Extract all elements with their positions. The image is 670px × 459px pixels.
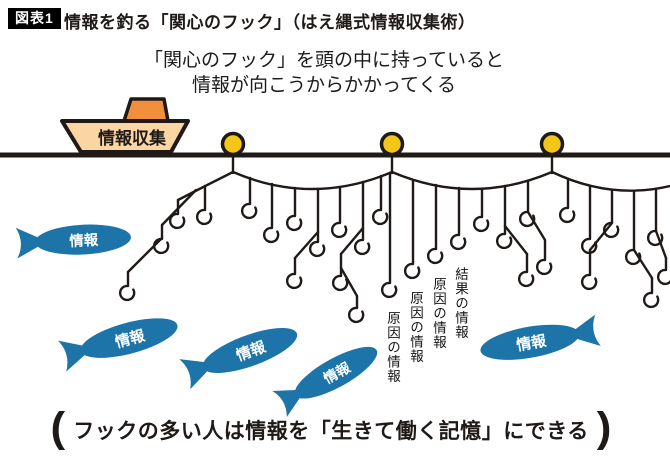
hook-label-cause-2: 原因の情報: [408, 291, 423, 364]
fishing-hooks-graphic: [119, 171, 670, 324]
fish: 情報: [477, 314, 601, 367]
caption-close-paren: ): [596, 404, 612, 451]
boat-cabin: [122, 97, 170, 123]
caption-open-paren: (: [50, 404, 66, 451]
boat: 情報収集: [60, 97, 190, 154]
hook-label-cause-1: 原因の情報: [431, 277, 446, 350]
hook-label-result: 結果の情報: [453, 267, 468, 340]
buoy-icon: [379, 131, 405, 157]
fish-label: 情報: [69, 231, 99, 251]
hook-label-cause-3: 原因の情報: [385, 311, 400, 384]
buoys: [220, 131, 565, 157]
subtitle-line-1: 「関心のフック」を頭の中に持っていると: [143, 50, 505, 71]
buoy-icon: [539, 131, 565, 157]
fish: 情報: [57, 309, 182, 372]
longline-curves: [176, 170, 670, 202]
caption-text: フックの多い人は情報を「生きて働く記憶」にできる: [73, 420, 589, 443]
figure-subtitle: 「関心のフック」を頭の中に持っていると 情報が向こうからかかってくる: [0, 48, 648, 98]
fish: 情報: [272, 337, 384, 417]
subtitle-line-2: 情報が向こうからかかってくる: [191, 75, 457, 96]
boat-label: 情報収集: [98, 128, 167, 148]
fish: 情報: [15, 221, 132, 259]
buoy-icon: [220, 131, 246, 157]
fish-label: 情報: [515, 331, 549, 354]
figure-title: 情報を釣る「関心のフック」（はえ縄式情報収集術）: [64, 13, 476, 32]
figure-caption: ( フックの多い人は情報を「生きて働く記憶」にできる ): [0, 404, 662, 451]
boat-hull: [60, 119, 190, 154]
fish: 情報: [179, 318, 303, 390]
figure-number-badge: 図表1: [8, 8, 61, 29]
